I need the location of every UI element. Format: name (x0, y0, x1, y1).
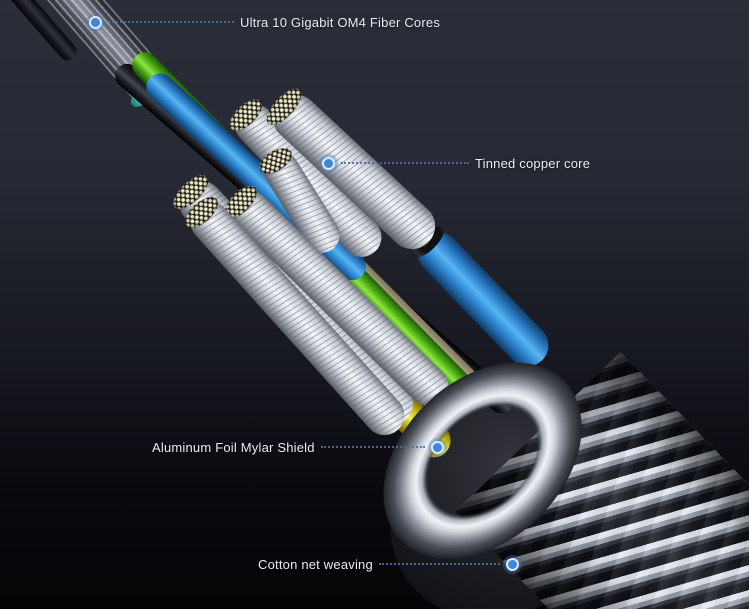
callout-dot (505, 557, 519, 571)
callout-dot (89, 15, 102, 29)
callout-dot (322, 156, 335, 170)
callout-tinned-copper: Tinned copper core (322, 154, 590, 172)
callout-cotton-weaving: Cotton net weaving (258, 555, 519, 573)
callout-leader-line (108, 21, 234, 23)
callout-label: Cotton net weaving (258, 556, 373, 572)
callout-label: Aluminum Foil Mylar Shield (152, 439, 315, 455)
callout-leader-line (341, 162, 469, 164)
callout-fiber-cores: Ultra 10 Gigabit OM4 Fiber Cores (89, 13, 440, 31)
callout-leader-line (320, 446, 425, 448)
callout-dot (430, 440, 444, 454)
callout-mylar-shield: Aluminum Foil Mylar Shield (152, 438, 444, 456)
callout-leader-line (378, 563, 500, 565)
copper-cut-end (224, 94, 268, 137)
callout-label: Ultra 10 Gigabit OM4 Fiber Cores (240, 14, 441, 30)
copper-cut-end (261, 83, 308, 131)
callout-label: Tinned copper core (475, 155, 591, 171)
